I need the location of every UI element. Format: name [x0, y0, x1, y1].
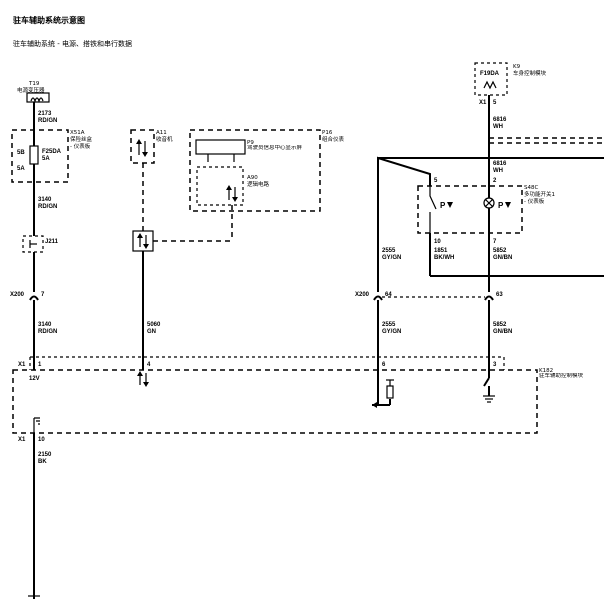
resistor-icon [386, 385, 394, 399]
t19-id: T19 [28, 81, 40, 87]
s48c-switch-box [417, 185, 523, 234]
wire-3140a-color: RD/GN [38, 204, 57, 210]
output-arrow-icon [372, 402, 377, 408]
park-assist-icon: P [440, 201, 446, 210]
wire-2173-color: RD/GN [38, 118, 57, 124]
k182-pin4: 4 [147, 362, 151, 368]
serial-data-module-icon [132, 230, 154, 252]
wire-2150-color: BK [38, 459, 47, 465]
x200-right-pin-b: 63 [496, 292, 503, 298]
s48c-sub: - 仪表板 [524, 197, 545, 205]
wire-2555b-num: 2555 [382, 322, 396, 328]
t19-name: 电源变压器 [17, 86, 45, 94]
s48c-pin10: 10 [434, 239, 441, 245]
wire-2555a-num: 2555 [382, 248, 396, 254]
p9-display-icon [195, 139, 246, 155]
wire-5852b-num: 5852 [493, 322, 507, 328]
s48c-name: 多功能开关1 [524, 190, 555, 198]
chassis-ground-icon [34, 417, 40, 425]
s48c-id: S48C [524, 185, 538, 191]
x51a-id: X51A [70, 130, 85, 136]
k9-module-box [474, 62, 508, 96]
p16-cluster-box [189, 129, 321, 212]
x51a-sub: - 仪表板 [70, 142, 91, 150]
x200-right-connector-a-icon [373, 295, 383, 301]
a90-name: 逻辑电路 [247, 180, 270, 188]
k9-pin: 5 [493, 100, 497, 106]
wire-6816a-color: WH [493, 124, 503, 130]
p9-name: 驾驶员信息中心显示屏 [247, 145, 303, 151]
k9-name: 车身控制模块 [513, 69, 547, 77]
park-assist-icon-2: P [498, 201, 504, 210]
wire-1851-color: BK/WH [434, 255, 454, 261]
k9-x1: X1 [479, 100, 487, 106]
x51a-name: 保险丝盒 [70, 135, 93, 143]
k182-name: 驻车辅助控制模块 [539, 373, 584, 379]
x200-right-label: X200 [355, 292, 370, 298]
a90-id: A90 [247, 175, 258, 181]
k9-fuse: F19DA [480, 71, 500, 77]
k182-pin10: 10 [38, 437, 45, 443]
a11-id: A11 [156, 130, 167, 136]
a90-data-arrows-icon [226, 185, 238, 202]
a11-radio-box [130, 129, 155, 164]
p16-name: 组合仪表 [322, 135, 345, 143]
p16-id: P16 [322, 130, 333, 136]
s48c-switch-contact-icon [429, 186, 437, 233]
k182-x1-bot: X1 [18, 437, 26, 443]
k182-x1-top: X1 [18, 362, 26, 368]
k182-12v: 12V [29, 376, 40, 382]
wire-3140b-num: 3140 [38, 322, 52, 328]
x200-left-label: X200 [10, 292, 25, 298]
wire-3140a-num: 3140 [38, 197, 52, 203]
a11-data-arrows-icon [136, 139, 148, 157]
fuse-amp: 5A [42, 156, 50, 162]
wire-1851-num: 1851 [434, 248, 448, 254]
wire-2555b-color: GY/GN [382, 329, 401, 335]
wire-3140b-color: RD/GN [38, 329, 57, 335]
x51a-pin-out: 5A [17, 166, 25, 172]
wire-2173-num: 2173 [38, 111, 52, 117]
fuse-f25da-icon [29, 145, 39, 165]
p9-id: P9 [247, 140, 254, 146]
s48c-pin2: 2 [493, 178, 497, 184]
wire-2150-num: 2150 [38, 452, 52, 458]
page-title: 驻车辅助系统示意图 [13, 15, 85, 25]
k9-fuse-icon [483, 80, 497, 90]
x200-left-connector-icon [29, 295, 39, 301]
x200-right-pin-a: 64 [385, 292, 392, 298]
j211-id: J211 [45, 239, 59, 245]
page-subtitle: 驻车辅助系统 - 电源、搭铁和串行数据 [13, 39, 132, 48]
ground-icon [483, 395, 495, 403]
x51a-pin-in: 5B [17, 150, 25, 156]
internal-switch-icon [483, 377, 490, 387]
x51a-fuse-block [11, 129, 69, 183]
t19-transformer-icon [26, 92, 50, 103]
wire-5060-num: 5060 [147, 322, 161, 328]
wire-6816a-num: 6816 [493, 117, 507, 123]
k182-id: K182 [539, 368, 553, 374]
k9-id: K9 [513, 64, 521, 70]
k182-pin3: 3 [493, 362, 497, 368]
s48c-pin5: 5 [434, 178, 438, 184]
wire-5060-color: GN [147, 329, 156, 335]
fuse-label: F25DA [42, 149, 62, 155]
wire-5852b-color: GN/BN [493, 329, 512, 335]
k182-pin6: 6 [382, 362, 386, 368]
x200-left-pin: 7 [41, 292, 45, 298]
wire-6816b-color: WH [493, 168, 503, 174]
wire-2555a-color: GY/GN [382, 255, 401, 261]
wire-5852a-num: 5852 [493, 248, 507, 254]
k182-data-arrows-icon [137, 371, 149, 387]
k182-module-box [12, 369, 538, 434]
wire-5852a-color: GN/BN [493, 255, 512, 261]
k182-pin1: 1 [38, 362, 42, 368]
x200-right-connector-b-icon [484, 295, 494, 301]
a11-name: 收音机 [156, 135, 173, 143]
wire-6816b-num: 6816 [493, 161, 507, 167]
s48c-pin7: 7 [493, 239, 497, 245]
